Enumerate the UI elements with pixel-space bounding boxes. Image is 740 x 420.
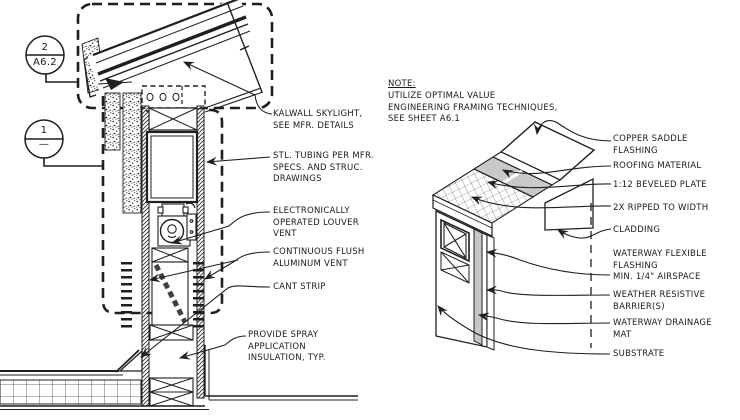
leader-drainage-mat (477, 312, 611, 325)
leader-aluminum-vent-b (148, 259, 239, 283)
callout-bottom-sheet: — (38, 139, 50, 150)
label-weather-barrier: WEATHER RESISTIVE BARRIER(S) (613, 290, 706, 312)
callout-top (25, 35, 78, 83)
label-aluminum-vent: CONTINUOUS FLUSH ALUMINUM VENT (273, 247, 365, 269)
label-kalwall-skylight: KALWALL SKYLIGHT, SEE MFR. DETAILS (273, 109, 363, 131)
note-body: UTILIZE OPTIMAL VALUE ENGINEERING FRAMIN… (388, 91, 558, 124)
leader-louver-vent (170, 211, 271, 245)
callout-top-number: 2 (41, 42, 49, 53)
louver-operator (157, 202, 197, 247)
break-line (226, 1, 263, 93)
callout-top-sheet: A6.2 (33, 57, 57, 68)
steel-tubing (145, 130, 199, 204)
leader-beveled-plate (486, 180, 612, 189)
louver-vent (121, 247, 204, 331)
skylight-glazing (97, 15, 247, 76)
leader-stl-tubing (205, 156, 271, 166)
leader-cant-strip (140, 285, 271, 358)
aluminum-vent-box (141, 85, 206, 112)
label-cladding: CLADDING (613, 225, 661, 235)
leader-ripped-2x (470, 196, 612, 209)
label-cant-strip: CANT STRIP (273, 282, 326, 292)
skylight-section-detail (0, 0, 358, 410)
leader-waterway-flexible (485, 248, 611, 276)
label-spray-insulation: PROVIDE SPRAY APPLICATION INSULATION, TY… (248, 330, 326, 363)
leader-substrate (437, 305, 611, 355)
leader-roofing (502, 165, 612, 179)
note-heading: NOTE: (388, 79, 416, 89)
leader-copper-saddle (533, 120, 612, 142)
label-copper-saddle: COPPER SADDLE FLASHING (613, 134, 688, 156)
label-steel-tubing: STL. TUBING PER MFR. SPECS. AND STRUC. D… (273, 151, 374, 184)
interior-ceiling (204, 345, 358, 401)
insulation-batten-right (122, 92, 142, 214)
label-waterway-flexible: WATERWAY FLEXIBLE FLASHING MIN. 1/4" AIR… (613, 249, 707, 282)
blocking-lower (149, 377, 194, 407)
drainage-mat-strip (473, 228, 483, 346)
skylight-top-edge (92, 0, 239, 57)
label-substrate: SUBSTRATE (613, 349, 665, 359)
leader-weather-barrier (485, 285, 611, 296)
label-beveled-plate: 1:12 BEVELED PLATE (613, 180, 707, 190)
ripped-2x-front (432, 194, 493, 237)
leader-lines (140, 61, 612, 360)
leader-kalwall (183, 61, 273, 115)
label-louver-vent: ELECTRONICALLY OPERATED LOUVER VENT (273, 206, 359, 239)
leader-cladding (557, 228, 612, 239)
label-drainage-mat: WATERWAY DRAINAGE MAT (613, 318, 712, 340)
roof-assembly (0, 349, 209, 410)
label-roofing-material: ROOFING MATERIAL (613, 161, 702, 171)
skylight-sill (83, 56, 97, 98)
sill-arrow-glyph (105, 78, 124, 90)
stud-bay-panel (440, 251, 470, 284)
callout-bottom-number: 1 (40, 125, 48, 136)
insulation-batten-left (104, 92, 121, 151)
curb-brace-box (148, 107, 198, 131)
stud-bay-window (440, 218, 470, 263)
leader-spray-insulation (178, 335, 247, 360)
cant-strip-shape (118, 349, 143, 372)
shaft-wall-right (196, 105, 205, 399)
cladding-plane (544, 177, 594, 231)
roof-deck (0, 379, 142, 405)
detail-boundary-lower (101, 80, 224, 315)
parapet-isometric-detail (431, 121, 596, 351)
label-ripped-2x: 2X RIPPED TO WIDTH (613, 203, 709, 213)
callout-bottom (24, 119, 103, 167)
